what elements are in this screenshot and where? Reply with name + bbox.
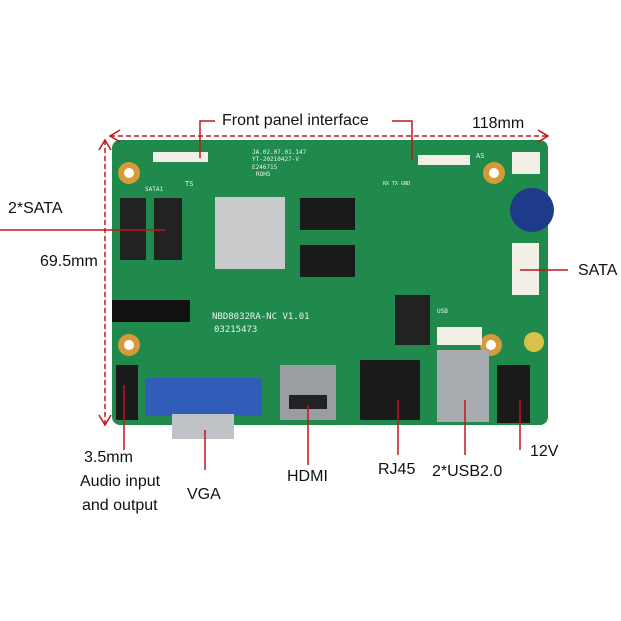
audio-label-2: Audio input — [80, 473, 161, 490]
audio-label-1: 3.5mm — [84, 449, 133, 466]
annotation-lines — [0, 120, 568, 470]
hdmi-label: HDMI — [287, 468, 328, 485]
width-label: 118mm — [472, 115, 525, 132]
board-cert: E246715 — [252, 164, 278, 171]
power-label: 12V — [530, 443, 559, 460]
fan-connector — [512, 152, 540, 174]
board-usb: USB — [437, 308, 448, 315]
sata-port-1 — [120, 198, 146, 260]
board-model: NBD8032RA-NC V1.01 — [212, 312, 310, 322]
board-ts: TS — [185, 180, 194, 188]
sata-label: SATA — [578, 262, 618, 279]
front-panel-connector-right — [418, 155, 470, 165]
rj45-port — [360, 360, 420, 420]
soc-chip — [215, 197, 285, 269]
sata-port-2 — [154, 198, 182, 260]
front-panel-label: Front panel interface — [222, 112, 369, 129]
usb-label: 2*USB2.0 — [432, 463, 503, 480]
board-code1: JA.02.07.01.147 — [252, 149, 307, 156]
sata2-label: 2*SATA — [8, 200, 63, 217]
board-sata1: SATA1 — [145, 186, 164, 193]
rj45-label: RJ45 — [378, 461, 416, 478]
board-serial: 03215473 — [214, 325, 258, 335]
sata-power-connector — [512, 243, 539, 295]
board-as: AS — [476, 152, 485, 160]
vga-shell — [172, 414, 234, 439]
height-label: 69.5mm — [40, 253, 98, 270]
vga-port — [145, 378, 262, 416]
ram-chip-1 — [300, 198, 355, 230]
capacitor — [524, 332, 544, 352]
front-panel-connector-left — [153, 152, 208, 162]
audio-label-3: and output — [82, 497, 158, 514]
usb-port — [437, 350, 489, 422]
vga-label: VGA — [187, 486, 221, 503]
dc-jack — [497, 365, 530, 423]
board-rohs: ROHS — [256, 171, 271, 178]
board-code2: YT-20210427-V — [252, 156, 299, 163]
board-uart: RX TX GND — [383, 181, 411, 187]
lan-transformer — [395, 295, 430, 345]
audio-jack — [116, 365, 138, 420]
usb-header — [437, 327, 482, 345]
ram-chip-2 — [300, 245, 355, 277]
buzzer — [510, 188, 554, 232]
